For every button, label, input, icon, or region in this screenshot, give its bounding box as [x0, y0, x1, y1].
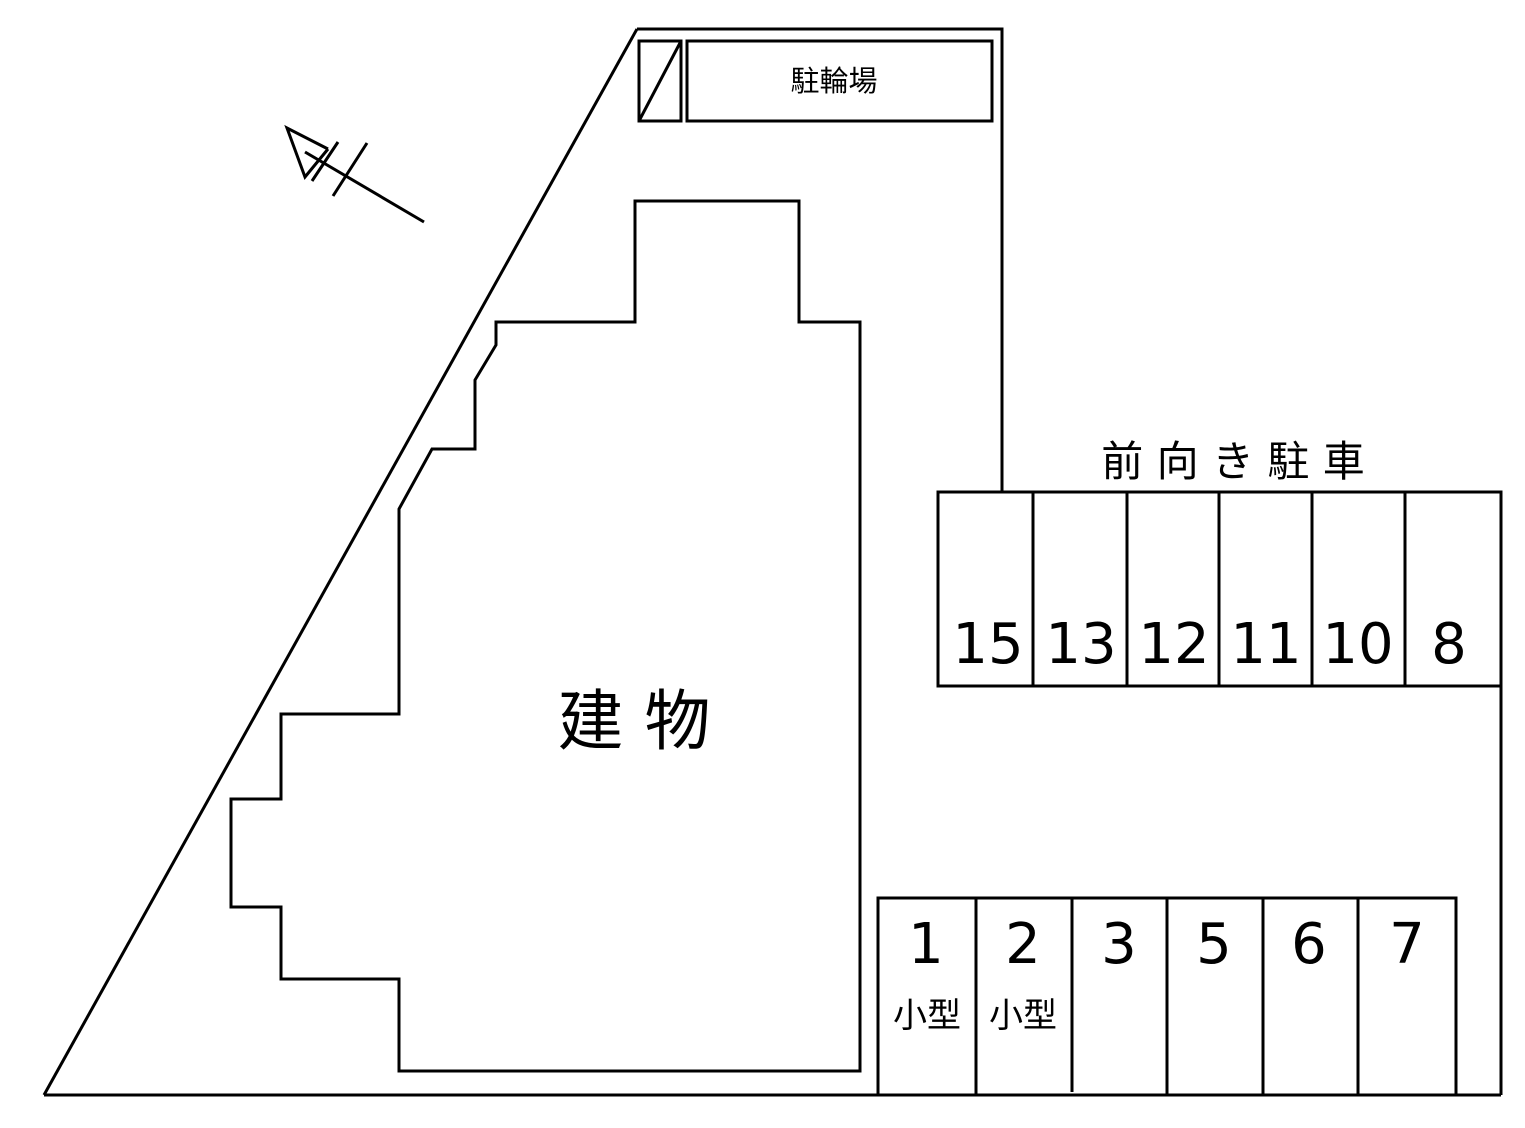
north-arrow-tick-2 — [331, 142, 369, 197]
parking-space-number: 2 — [1005, 912, 1041, 977]
parking-space-note: 小型 — [989, 996, 1057, 1036]
bicycle-parking-box — [685, 39, 994, 123]
building-outline — [229, 199, 862, 1073]
forward-parking-label: 前 向 き 駐 車 — [1101, 437, 1364, 486]
building-label: 建 物 — [558, 683, 711, 760]
lower-parking-row: 1 小型 2 小型 3 5 6 7 — [876, 896, 1458, 1095]
site-boundary — [42, 27, 1503, 1097]
parking-space-number: 3 — [1101, 912, 1137, 977]
parking-space-number: 7 — [1389, 912, 1425, 977]
bicycle-small-box-slash — [637, 40, 683, 122]
parking-space-number: 10 — [1322, 612, 1393, 677]
upper-parking-row: 15 13 12 11 10 8 — [936, 490, 1503, 688]
bicycle-parking-label: 駐輪場 — [790, 64, 877, 98]
parking-space-number: 11 — [1230, 612, 1301, 677]
bicycle-small-box — [637, 39, 683, 123]
north-arrow-icon — [284, 124, 425, 224]
parking-space-number: 5 — [1196, 912, 1232, 977]
parking-space-number: 12 — [1138, 612, 1209, 677]
building: 建 物 — [229, 199, 862, 1073]
parking-space-note: 小型 — [893, 996, 961, 1036]
north-arrow-head — [284, 124, 330, 180]
north-arrow-tick-1 — [310, 141, 340, 182]
bicycle-parking-area: 駐輪場 — [637, 39, 994, 123]
parking-space-number: 8 — [1431, 612, 1467, 677]
site-top-edge — [637, 27, 1004, 492]
parking-space-number: 6 — [1291, 912, 1327, 977]
parking-space-number: 15 — [952, 612, 1023, 677]
parking-space-number: 13 — [1045, 612, 1116, 677]
parking-space-number: 1 — [908, 912, 944, 977]
site-diagonal-line — [42, 28, 639, 1096]
